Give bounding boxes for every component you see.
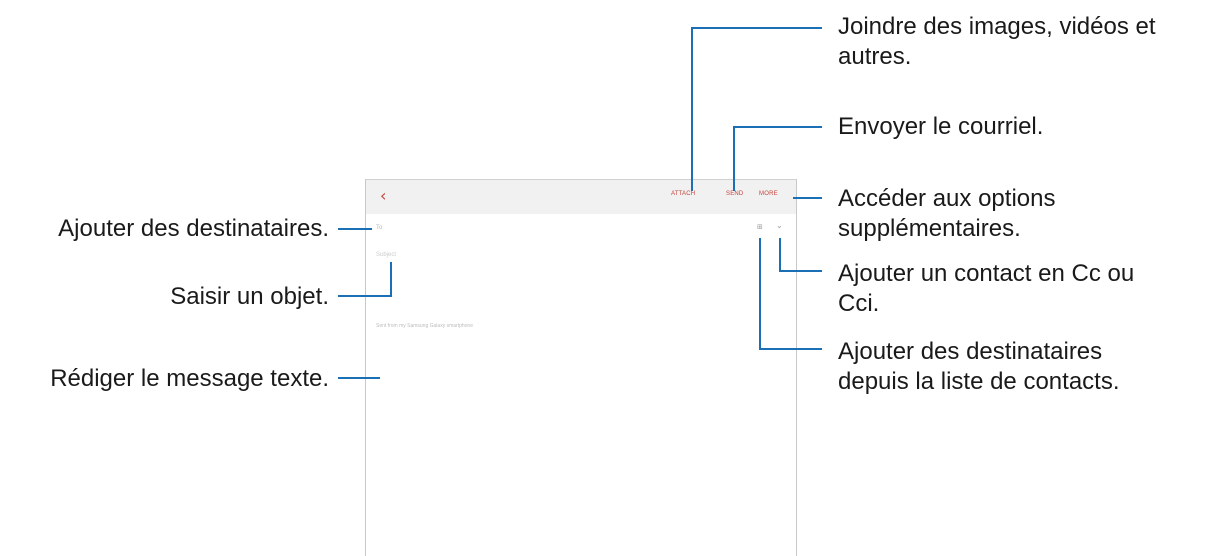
message-body[interactable]: Sent from my Samsung Galaxy smartphone <box>376 323 473 329</box>
callout-attach: Joindre des images, vidéos et autres. <box>838 12 1156 72</box>
callout-message: Rédiger le message texte. <box>50 365 329 392</box>
callout-more-line2: supplémentaires. <box>838 215 1021 242</box>
email-compose-screen: ‹ ATTACH SEND MORE To ⊞ ⌄ Subject Sent f… <box>365 179 797 556</box>
leader-cc <box>779 238 822 272</box>
callout-cc-line1: Ajouter un contact en Cc ou <box>838 260 1135 287</box>
callout-send: Envoyer le courriel. <box>838 113 1044 140</box>
chevron-down-icon[interactable]: ⌄ <box>776 221 783 230</box>
callout-contacts: Ajouter des destinataires depuis la list… <box>838 337 1120 397</box>
leader-subject <box>338 262 392 297</box>
callout-cc-line2: Cci. <box>838 290 880 317</box>
callout-attach-line1: Joindre des images, vidéos et <box>838 13 1156 40</box>
callout-more: Accéder aux options supplémentaires. <box>838 184 1055 244</box>
leader-contacts <box>759 238 822 350</box>
send-button[interactable]: SEND <box>726 191 744 197</box>
attach-button[interactable]: ATTACH <box>671 191 696 197</box>
recipient-field[interactable]: To <box>376 225 383 231</box>
callout-more-line1: Accéder aux options <box>838 185 1056 212</box>
leader-send <box>733 126 822 191</box>
back-icon[interactable]: ‹ <box>380 186 387 205</box>
callout-contacts-line2: depuis la liste de contacts. <box>838 368 1120 395</box>
callout-cc: Ajouter un contact en Cc ou Cci. <box>838 259 1134 319</box>
subject-field[interactable]: Subject <box>376 252 397 258</box>
callout-subject: Saisir un objet. <box>170 283 329 310</box>
callout-attach-line2: autres. <box>838 43 912 70</box>
toolbar: ‹ ATTACH SEND MORE <box>366 180 796 214</box>
contacts-icon[interactable]: ⊞ <box>757 223 763 231</box>
callout-recipients: Ajouter des destinataires. <box>58 215 329 242</box>
leader-attach <box>691 27 822 191</box>
more-button[interactable]: MORE <box>759 191 778 197</box>
callout-contacts-line1: Ajouter des destinataires <box>838 338 1103 365</box>
